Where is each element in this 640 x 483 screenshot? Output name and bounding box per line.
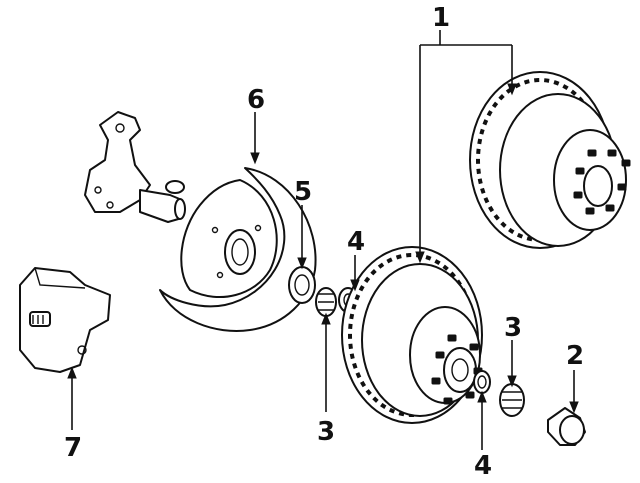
callout-5: 5: [294, 177, 312, 207]
grease-seal: [288, 266, 316, 304]
callout-7: 7: [64, 433, 82, 463]
callout-4-inner: 4: [347, 227, 365, 257]
splash-shield: [159, 167, 317, 332]
callout-3-outer: 3: [504, 313, 522, 343]
leader-lines: [67, 30, 579, 450]
callout-1: 1: [432, 3, 450, 33]
dust-cap: [547, 407, 586, 446]
inner-bearing: [315, 287, 337, 317]
callout-6: 6: [247, 85, 265, 115]
brake-caliper: [19, 267, 111, 373]
steering-knuckle: [84, 111, 186, 223]
callout-2: 2: [566, 341, 584, 371]
outer-bearing-race: [473, 370, 491, 394]
outer-bearing: [499, 383, 525, 417]
hub-and-rotor: [341, 246, 483, 424]
alternate-hub-and-rotor: [469, 71, 631, 249]
callout-4-outer: 4: [474, 451, 492, 481]
callout-3-inner: 3: [317, 417, 335, 447]
